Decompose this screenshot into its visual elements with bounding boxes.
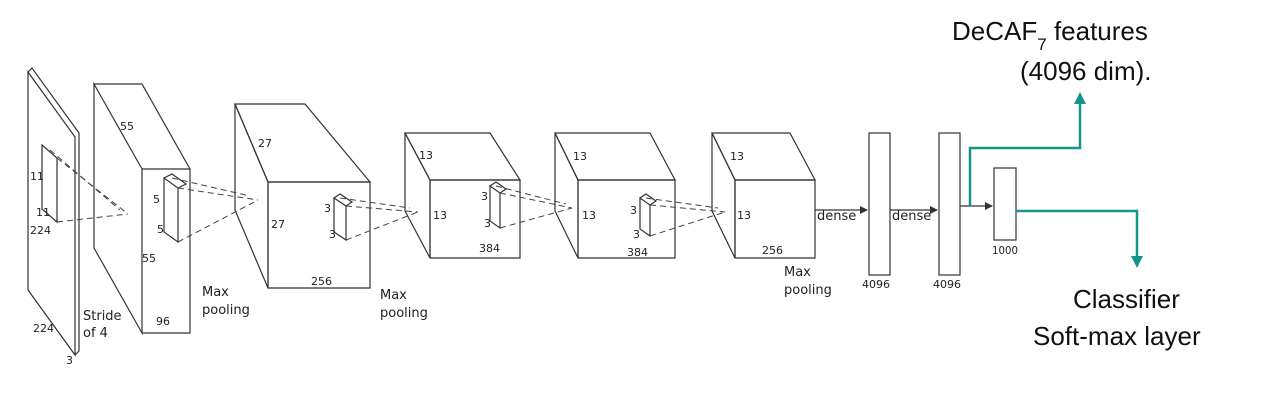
fc7-label: 4096: [933, 278, 961, 291]
decaf-features-dimension: (4096 dim).: [1020, 56, 1152, 86]
fc7-layer: [938, 132, 961, 276]
conv1-volume: 55 5 5 55 96: [93, 81, 192, 336]
conv1-side-label: 55: [142, 252, 156, 265]
conv1-top-label: 55: [120, 120, 134, 133]
fc8-layer: [993, 167, 1017, 241]
dense-label-2: dense: [892, 209, 931, 224]
pool1-caption-line2: pooling: [202, 303, 250, 318]
conv3-volume: 13 13 3 3 384: [404, 132, 522, 259]
conv3-kernel: [489, 184, 501, 230]
conv4-kernel-b: 3: [633, 228, 640, 241]
conv2-to-conv3-projection: [339, 197, 419, 241]
fc8-label: 1000: [992, 244, 1018, 257]
conv2-depth-label: 256: [311, 275, 332, 288]
conv3-side-label: 13: [433, 209, 447, 222]
input-to-conv1-projection: [49, 149, 129, 223]
input-layer: 11 11 224 224 3: [27, 67, 80, 367]
conv4-volume: 13 13 3 3 384: [554, 132, 676, 259]
conv1-depth-label: 96: [156, 315, 170, 328]
conv4-to-conv5-projection: [645, 197, 726, 237]
input-width-label: 224: [33, 322, 54, 335]
fc6-label: 4096: [862, 278, 890, 291]
conv3-kernel-a: 3: [481, 190, 488, 203]
input-kernel-width: 11: [36, 206, 50, 219]
input-kernel-height: 11: [30, 170, 44, 183]
fc6-layer: [868, 132, 891, 276]
pool2-caption-line1: Max: [380, 288, 407, 303]
stride-caption-line1: Stride: [83, 309, 122, 324]
conv1-kernel-b: 5: [157, 223, 164, 236]
pool3-caption-line1: Max: [784, 265, 811, 280]
conv5-depth-label: 256: [762, 244, 783, 257]
conv2-kernel-b: 3: [329, 228, 336, 241]
stride-caption-line2: of 4: [83, 326, 108, 341]
conv3-top-label: 13: [419, 149, 433, 162]
softmax-layer-title: Soft-max layer: [1033, 321, 1201, 351]
pool1-caption-line1: Max: [202, 285, 229, 300]
classifier-title: Classifier: [1073, 284, 1180, 314]
conv2-side-label: 27: [271, 218, 285, 231]
conv4-kernel: [639, 196, 651, 238]
decaf-features-arrow: [968, 92, 1086, 206]
classifier-arrow: [1016, 209, 1143, 268]
pool3-caption-line2: pooling: [784, 283, 832, 298]
conv2-volume: 27 27 3 3 256: [234, 103, 372, 289]
conv5-side-label: 13: [737, 209, 751, 222]
decaf-features-title: DeCAF7 features: [952, 16, 1148, 54]
input-depth-label: 3: [66, 354, 73, 367]
conv3-kernel-b: 3: [484, 217, 491, 230]
conv5-volume: 13 13 256: [711, 132, 816, 259]
conv3-to-conv4-projection: [495, 185, 573, 229]
conv3-depth-label: 384: [479, 242, 500, 255]
conv4-side-label: 13: [582, 209, 596, 222]
input-height-label: 224: [30, 224, 51, 237]
pool2-caption-line2: pooling: [380, 306, 428, 321]
conv4-depth-label: 384: [627, 246, 648, 259]
conv4-kernel-a: 3: [630, 204, 637, 217]
conv1-kernel-a: 5: [153, 193, 160, 206]
conv1-to-conv2-projection: [171, 177, 259, 243]
conv2-kernel-a: 3: [324, 202, 331, 215]
dense-connection-2: dense: [890, 206, 938, 224]
dense-label-1: dense: [817, 209, 856, 224]
conv2-top-label: 27: [258, 137, 272, 150]
conv1-kernel: [163, 176, 179, 244]
conv4-top-label: 13: [573, 150, 587, 163]
dense-connection-1: dense: [815, 206, 868, 224]
conv5-top-label: 13: [730, 150, 744, 163]
